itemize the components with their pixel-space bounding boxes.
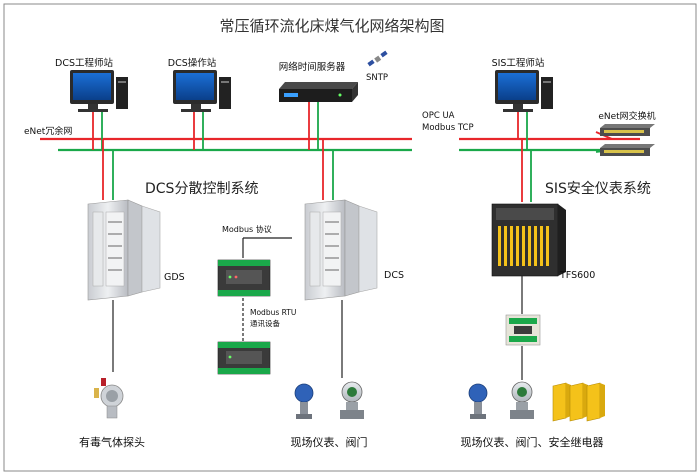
enet-switch-label: eNet网交换机 (598, 110, 655, 122)
dcs-engineer-workstation: DCS工程师站 (55, 57, 128, 112)
field-dcs-label: 现场仪表、阀门 (291, 435, 368, 449)
modbus-rtu-label: Modbus RTU (250, 308, 296, 317)
modbus-module-bottom (217, 341, 271, 375)
dcs-operator-label: DCS操作站 (168, 57, 217, 69)
modbus-tcp-label: Modbus TCP (422, 123, 474, 133)
cabinet-drops (102, 139, 532, 202)
network-time-server: 网络时间服务器 (279, 61, 358, 102)
modbus-links (242, 237, 292, 342)
sntp-label: SNTP (366, 73, 388, 83)
dcs-engineer-label: DCS工程师站 (55, 57, 113, 69)
satellite-icon (367, 50, 388, 67)
time-server-label: 网络时间服务器 (279, 61, 346, 73)
field-sis-label: 现场仪表、阀门、安全继电器 (461, 435, 604, 449)
valve-icon (340, 381, 364, 419)
terminal-board (505, 314, 541, 346)
enet-bus-lines (40, 137, 640, 152)
sis-system-title: SIS安全仪表系统 (545, 180, 651, 197)
dcs-operator-workstation: DCS操作站 (168, 57, 231, 112)
enet-switch (600, 124, 655, 156)
pressure-transmitter-icon (294, 383, 314, 419)
sis-engineer-label: SIS工程师站 (492, 57, 545, 69)
dcs-system-title: DCS分散控制系统 (145, 181, 258, 197)
gds-cabinet (87, 199, 161, 301)
diagram-border (3, 3, 697, 472)
workstation-drops (92, 102, 613, 153)
tfs600-label: TFS600 (559, 270, 595, 281)
dcs-label: DCS (384, 270, 404, 281)
modbus-module-top (217, 259, 271, 297)
toxic-gas-label: 有毒气体探头 (79, 435, 145, 449)
safety-relay-icon (552, 382, 605, 422)
opc-ua-label: OPC UA (422, 111, 455, 121)
sis-pressure-transmitter-icon (468, 383, 488, 419)
sis-valve-icon (510, 381, 534, 419)
diagram-title: 常压循环流化床煤气化网络架构图 (219, 17, 444, 35)
tfs600-cabinet (491, 203, 566, 277)
enet-redundant-label: eNet冗余网 (24, 125, 72, 137)
modbus-protocol-label: Modbus 协议 (222, 224, 272, 234)
comm-device-label: 通讯设备 (250, 318, 280, 328)
sis-engineer-workstation: SIS工程师站 (492, 57, 553, 112)
dcs-cabinet (304, 199, 378, 301)
gds-label: GDS (164, 272, 185, 283)
gas-detector-icon (94, 378, 124, 419)
